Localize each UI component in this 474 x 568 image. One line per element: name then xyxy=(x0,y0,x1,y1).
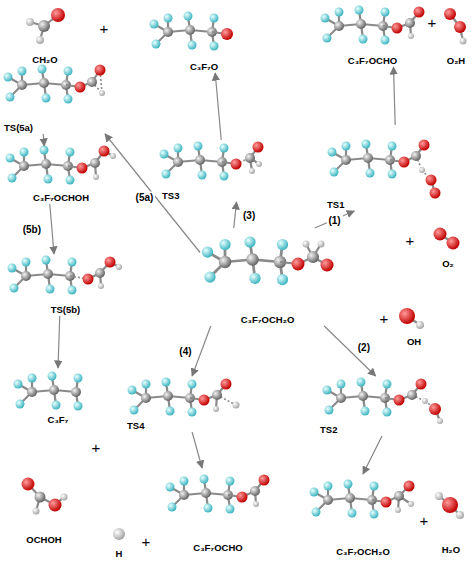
plus-sign: + xyxy=(380,311,389,326)
reaction-number: (3) xyxy=(241,210,257,221)
reaction-number: (2) xyxy=(356,342,372,353)
species-node: OH xyxy=(392,302,436,348)
reaction-arrow xyxy=(192,432,202,468)
reaction-arrow xyxy=(324,326,375,376)
species-label: C₃F₇OCHO xyxy=(346,55,399,67)
reaction-arrow xyxy=(315,211,355,228)
species-label: TS(5a) xyxy=(2,122,35,134)
reaction-arrow xyxy=(58,316,60,368)
species-label: CH₂O xyxy=(30,54,59,66)
species-node: C₃F₇OCH₂O xyxy=(200,228,335,326)
reaction-number: (1) xyxy=(326,214,342,225)
species-node: TS(5b) xyxy=(8,254,123,316)
species-node: TS3 xyxy=(160,140,262,202)
reaction-number: (5b) xyxy=(21,224,43,235)
species-node: TS2 xyxy=(318,376,446,436)
species-label: C₃F₇O xyxy=(188,61,220,73)
plus-sign: + xyxy=(92,440,101,455)
species-node: TS1 xyxy=(325,125,442,211)
species-node: C₃F₇OCH₂O xyxy=(308,474,418,558)
species-node: C₃F₇OCHO xyxy=(165,468,271,554)
species-label: OH xyxy=(405,336,423,348)
species-node: TS(5a) xyxy=(2,50,105,134)
reaction-arrow xyxy=(215,73,221,140)
reaction-number: (5a) xyxy=(134,192,156,203)
species-label: H₂O xyxy=(440,544,462,556)
reaction-arrow xyxy=(363,436,382,474)
plus-sign: + xyxy=(100,21,109,36)
species-label: C₃F₇OCH₂O xyxy=(334,546,392,558)
species-node: O₂H xyxy=(440,3,472,67)
reaction-number: (4) xyxy=(177,346,193,357)
species-label: O₂ xyxy=(440,258,456,270)
reaction-arrow xyxy=(394,67,396,125)
species-label: C₃F₇OCH₂O xyxy=(239,314,297,326)
species-label: TS2 xyxy=(318,424,339,436)
plus-sign: + xyxy=(420,513,429,528)
reaction-arrow xyxy=(234,202,237,228)
species-label: H xyxy=(114,548,125,560)
reaction-arrow xyxy=(105,134,200,253)
species-label: TS1 xyxy=(325,199,346,211)
species-label: OCHOH xyxy=(24,534,63,546)
species-label: O₂H xyxy=(445,55,467,67)
species-node: H xyxy=(104,522,134,560)
species-node: TS4 xyxy=(125,376,247,432)
reaction-arrow xyxy=(43,134,44,146)
species-node: OCHOH xyxy=(8,470,80,546)
reaction-arrow xyxy=(192,326,211,376)
species-node: C₃F₇OCHOH xyxy=(5,146,117,204)
species-label: C₃F₇OCHO xyxy=(191,542,244,554)
species-node: C₃F₇O xyxy=(148,3,260,73)
species-node: CH₂O xyxy=(12,4,78,66)
species-label: C₃F₇ xyxy=(46,414,71,426)
species-node: C₃F₇ xyxy=(12,368,104,426)
plus-sign: + xyxy=(406,233,415,248)
reaction-arrow xyxy=(50,204,54,254)
plus-sign: + xyxy=(428,15,437,30)
species-label: C₃F₇OCHOH xyxy=(31,192,91,204)
species-label: TS(5b) xyxy=(49,304,83,316)
species-label: TS4 xyxy=(125,420,146,432)
plus-sign: + xyxy=(142,534,151,549)
species-label: TS3 xyxy=(160,190,181,202)
species-node: O₂ xyxy=(426,222,470,270)
species-node: C₃F₇OCHO xyxy=(320,3,425,67)
species-node: H₂O xyxy=(430,480,472,556)
